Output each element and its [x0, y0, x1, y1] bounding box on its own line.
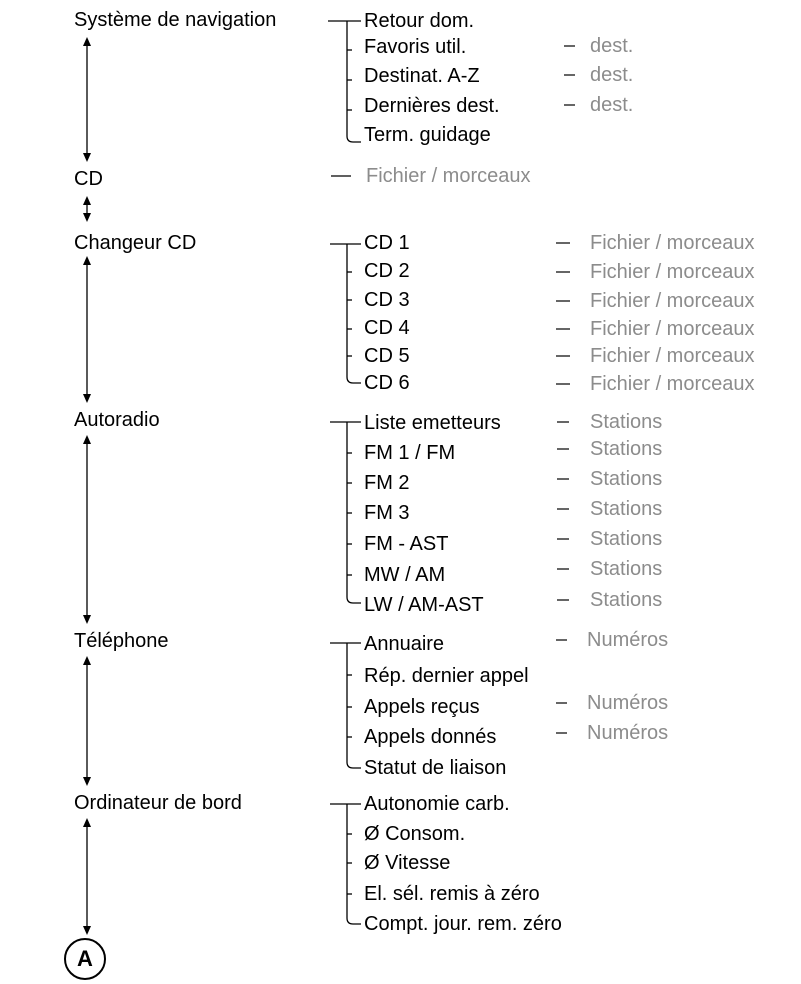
menu-item: Term. guidage [364, 124, 491, 146]
sub-label: dest. [590, 35, 634, 57]
menu-item: Statut de liaison [364, 757, 507, 779]
menu-item: Favoris util. [364, 36, 467, 58]
menu-item: FM 3 [364, 502, 410, 524]
menu-item: Appels reçus [364, 696, 480, 718]
category-label-navigation: Système de navigation [74, 9, 277, 31]
menu-item: CD 1 [364, 232, 410, 254]
nav-arrow-navigation-cd-head-up [83, 37, 91, 46]
sub-label: Numéros [587, 629, 669, 651]
bracket-cd-changer-corner [346, 376, 361, 384]
menu-item: Ø Vitesse [364, 852, 451, 874]
menu-item: FM - AST [364, 533, 449, 555]
menu-item: Rép. dernier appel [364, 665, 529, 687]
connector-a-circle: A [64, 938, 106, 980]
sub-label: dest. [590, 64, 634, 86]
category-label-radio: Autoradio [74, 409, 160, 431]
bracket-phone-corner [346, 761, 361, 769]
menu-item: FM 2 [364, 472, 410, 494]
sub-label: Fichier / morceaux [590, 318, 755, 340]
menu-item: CD 2 [364, 260, 410, 282]
sub-label: dest. [590, 94, 634, 116]
sub-label: Numéros [587, 722, 669, 744]
category-label-cd-changer: Changeur CD [74, 232, 197, 254]
nav-arrow-cd-changer-head-down [83, 213, 91, 222]
menu-item: MW / AM [364, 564, 446, 586]
menu-item: Autonomie carb. [364, 793, 510, 815]
nav-arrow-phone-computer-head-up [83, 656, 91, 665]
menu-item: CD 5 [364, 345, 410, 367]
menu-item: CD 4 [364, 317, 410, 339]
menu-item: Liste emetteurs [364, 412, 501, 434]
sub-label: Stations [590, 589, 663, 611]
connector-a-label: A [77, 946, 93, 971]
menu-item: Destinat. A-Z [364, 65, 480, 87]
sub-label: Fichier / morceaux [590, 373, 755, 395]
nav-arrow-changer-radio-head-down [83, 394, 91, 403]
sub-label: Stations [590, 528, 663, 550]
menu-item: CD 6 [364, 372, 410, 394]
nav-arrow-changer-radio-head-up [83, 256, 91, 265]
menu-item: Retour dom. [364, 10, 475, 32]
bracket-radio-corner [346, 596, 361, 604]
nav-arrow-navigation-cd-head-down [83, 153, 91, 162]
sub-label: Stations [590, 438, 663, 460]
category-label-phone: Téléphone [74, 630, 169, 652]
nav-arrow-computer-a-head-up [83, 818, 91, 827]
menu-item: Appels donnés [364, 726, 497, 748]
sub-label: Fichier / morceaux [366, 165, 531, 187]
sub-label: Fichier / morceaux [590, 232, 755, 254]
category-label-cd: CD [74, 168, 103, 190]
menu-item: FM 1 / FM [364, 442, 456, 464]
sub-label: Stations [590, 411, 663, 433]
sub-label: Fichier / morceaux [590, 345, 755, 367]
menu-item: Annuaire [364, 633, 445, 655]
category-label-onboard-computer: Ordinateur de bord [74, 792, 242, 814]
menu-item: LW / AM-AST [364, 594, 484, 616]
sub-label: Stations [590, 468, 663, 490]
bracket-navigation-corner [346, 135, 361, 143]
nav-arrow-computer-a-head-down [83, 926, 91, 935]
menu-item: Dernières dest. [364, 95, 500, 117]
sub-label: Stations [590, 558, 663, 580]
nav-arrow-cd-changer-head-up [83, 196, 91, 205]
nav-arrow-phone-computer-head-down [83, 777, 91, 786]
sub-label: Numéros [587, 692, 669, 714]
nav-arrow-radio-phone-head-down [83, 615, 91, 624]
menu-item: El. sél. remis à zéro [364, 883, 540, 905]
sub-label: Fichier / morceaux [590, 290, 755, 312]
bracket-computer-corner [346, 917, 361, 925]
menu-item: Compt. jour. rem. zéro [364, 913, 562, 935]
sub-label: Fichier / morceaux [590, 261, 755, 283]
menu-item: Ø Consom. [364, 823, 466, 845]
nav-arrow-radio-phone-head-up [83, 435, 91, 444]
menu-item: CD 3 [364, 289, 410, 311]
sub-label: Stations [590, 498, 663, 520]
